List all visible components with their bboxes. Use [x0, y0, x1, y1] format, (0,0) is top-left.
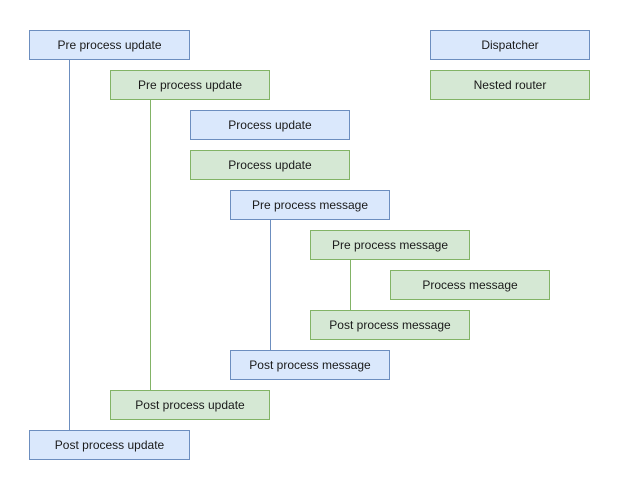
- edge-pre-update-to-post-update: [69, 60, 70, 430]
- legend-item-dispatcher[interactable]: Dispatcher: [430, 30, 590, 60]
- node-post-process-message-nested[interactable]: Post process message: [310, 310, 470, 340]
- node-process-update-nested[interactable]: Process update: [190, 150, 350, 180]
- edge-nested-pre-msg-to-post-msg: [350, 260, 351, 310]
- node-post-process-update-dispatcher[interactable]: Post process update: [29, 430, 190, 460]
- node-pre-process-message-dispatcher[interactable]: Pre process message: [230, 190, 390, 220]
- node-process-update-dispatcher[interactable]: Process update: [190, 110, 350, 140]
- edge-nested-pre-update-to-post: [150, 100, 151, 390]
- node-pre-process-message-nested[interactable]: Pre process message: [310, 230, 470, 260]
- node-process-message-nested[interactable]: Process message: [390, 270, 550, 300]
- node-pre-process-update-dispatcher[interactable]: Pre process update: [29, 30, 190, 60]
- node-post-process-message-dispatcher[interactable]: Post process message: [230, 350, 390, 380]
- node-pre-process-update-nested[interactable]: Pre process update: [110, 70, 270, 100]
- legend-item-nested-router[interactable]: Nested router: [430, 70, 590, 100]
- edge-pre-message-to-post-message: [270, 220, 271, 350]
- node-post-process-update-nested[interactable]: Post process update: [110, 390, 270, 420]
